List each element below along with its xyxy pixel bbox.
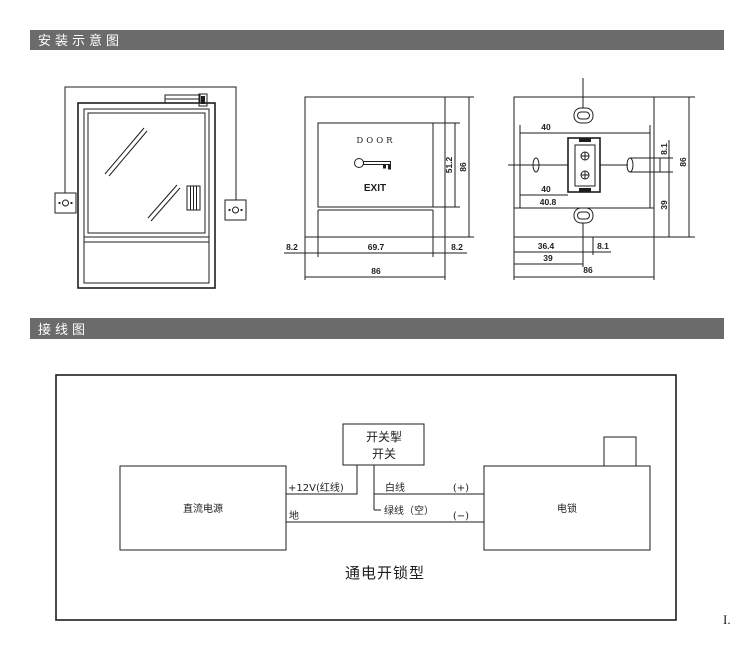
lock-bolt bbox=[603, 436, 637, 467]
door-glass-panel bbox=[87, 112, 206, 234]
glass-reflection bbox=[104, 127, 145, 175]
dim-plate-height: 86 bbox=[458, 162, 468, 172]
power-supply-box: 直流电源 bbox=[119, 465, 287, 551]
front-panel bbox=[317, 122, 434, 208]
dim-bottom-center: 39 bbox=[543, 253, 553, 263]
door-frame bbox=[77, 102, 216, 289]
mounting-slot bbox=[573, 207, 594, 224]
dim-bottom-left: 36.4 bbox=[538, 241, 555, 251]
door-leaf bbox=[83, 108, 210, 284]
mounting-slot bbox=[573, 107, 594, 124]
electric-lock-box: 电锁 bbox=[483, 436, 651, 551]
dim-panel-width: 69.7 bbox=[368, 242, 385, 252]
wire-green: 绿线（空） bbox=[374, 504, 434, 517]
exit-button-icon bbox=[54, 192, 77, 214]
glass-reflection bbox=[150, 187, 181, 222]
wiring-diagram: 开关掣 开关 直流电源 电锁 +12V(红线) 白线 (+) 绿线（空） bbox=[55, 374, 677, 621]
switch-label-line1: 开关掣 bbox=[366, 430, 402, 444]
dim-pin-offset: 39 bbox=[659, 200, 669, 210]
wire-positive-label: +12V(红线) bbox=[288, 481, 344, 494]
dim-back-height: 86 bbox=[678, 157, 688, 167]
glass-reflection bbox=[108, 130, 148, 177]
dim-panel-height: 51.2 bbox=[444, 156, 454, 173]
power-supply-label: 直流电源 bbox=[183, 502, 223, 515]
dim-mid: 40 bbox=[541, 184, 551, 194]
dim-top: 40 bbox=[541, 122, 551, 132]
dim-right-margin: 8.2 bbox=[451, 242, 463, 252]
button-front-view: DOOR EXIT 51.2 86 8.2 69.7 8.2 86 bbox=[284, 96, 474, 280]
door-handle bbox=[186, 185, 201, 211]
magnetic-lock-icon bbox=[164, 93, 208, 107]
wire-green-label: 绿线（空） bbox=[384, 504, 434, 517]
terminal-negative-label: (−) bbox=[453, 511, 469, 522]
exit-label: EXIT bbox=[364, 183, 386, 194]
exit-button-icon bbox=[224, 199, 247, 221]
plunger-pin bbox=[626, 157, 661, 173]
button-back-view: 40 40 40.8 bbox=[508, 78, 695, 280]
door-illustration bbox=[54, 86, 247, 289]
dim-back-width: 86 bbox=[583, 265, 593, 275]
dim-plate-width: 86 bbox=[371, 266, 381, 276]
switch-label-line2: 开关 bbox=[372, 447, 396, 461]
wire-white-label: 白线 bbox=[385, 481, 405, 494]
section-title-installation: 安装示意图 bbox=[38, 33, 123, 49]
dim-bottom-pin: 8.1 bbox=[597, 241, 609, 251]
terminal-positive-label: (+) bbox=[453, 483, 469, 494]
switch-box: 开关掣 开关 bbox=[342, 423, 425, 466]
back-plate-outline bbox=[513, 96, 655, 238]
terminal-block-icon bbox=[567, 137, 601, 193]
front-plate-outline bbox=[304, 96, 446, 238]
side-slot bbox=[532, 157, 540, 173]
wiring-section-header: 接线图 bbox=[30, 318, 724, 339]
electric-lock-label: 电锁 bbox=[557, 502, 577, 515]
corner-mark: I. bbox=[723, 612, 731, 627]
wiring-caption: 通电开锁型 bbox=[345, 564, 425, 582]
wire-ground-label: 地 bbox=[289, 509, 299, 522]
wire-white: 白线 (+) bbox=[373, 465, 484, 510]
section-title-wiring: 接线图 bbox=[38, 322, 89, 338]
dim-lower: 40.8 bbox=[540, 197, 557, 207]
door-label: DOOR bbox=[356, 136, 395, 146]
wire-positive: +12V(红线) bbox=[286, 465, 358, 495]
key-icon bbox=[354, 158, 391, 170]
dim-pin: 8.1 bbox=[659, 143, 669, 155]
wire-ground: 地 (−) bbox=[286, 509, 484, 523]
section-header-bar bbox=[30, 30, 724, 50]
dim-left-margin: 8.2 bbox=[286, 242, 298, 252]
wiring-diagram-frame bbox=[55, 374, 677, 621]
glass-reflection bbox=[147, 184, 178, 219]
door-wire bbox=[64, 86, 237, 200]
installation-section-header: 安装示意图 bbox=[30, 30, 724, 50]
section-header-bar bbox=[30, 318, 724, 339]
